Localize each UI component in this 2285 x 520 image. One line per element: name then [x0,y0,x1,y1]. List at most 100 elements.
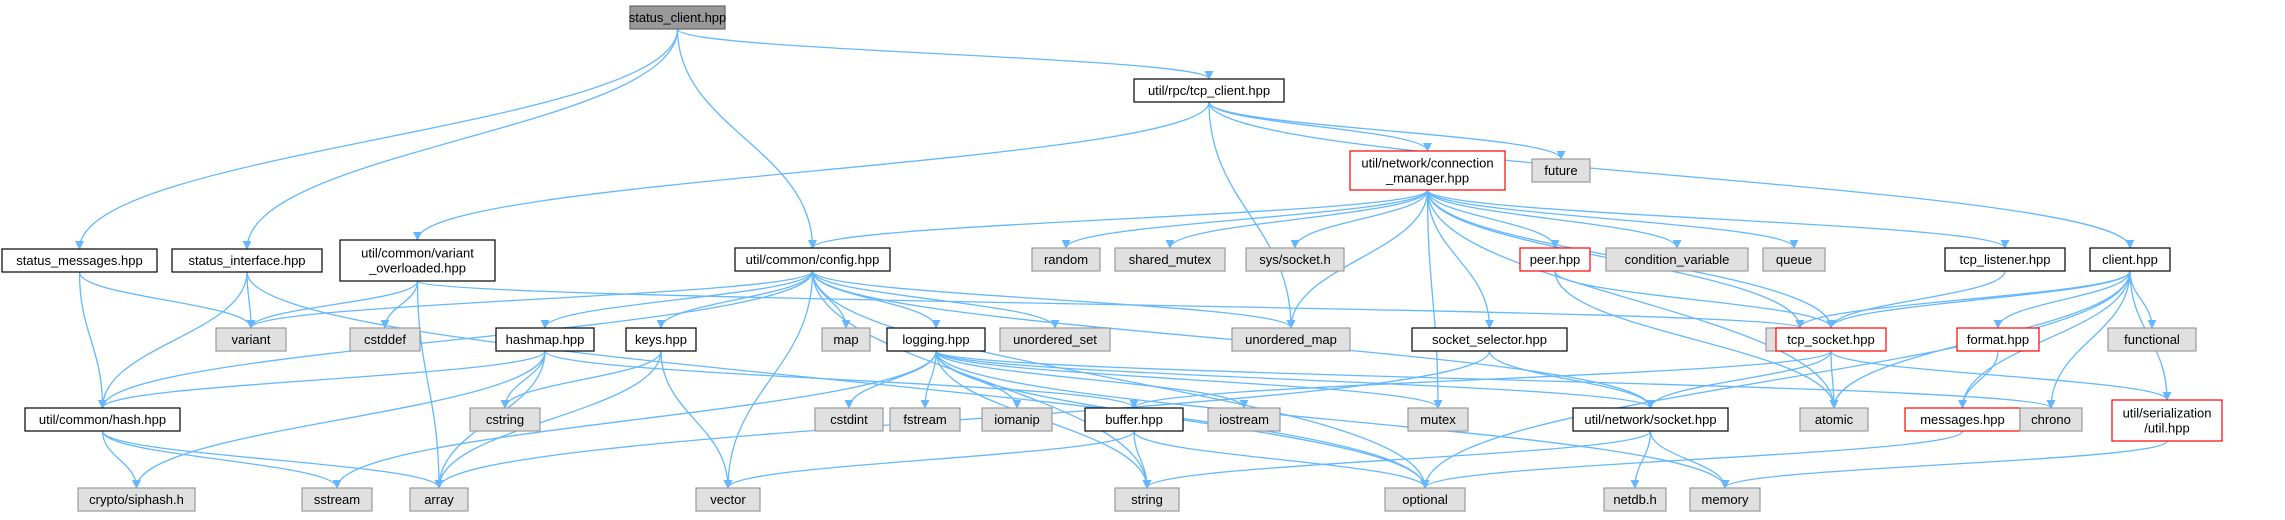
node-hash[interactable]: util/common/hash.hpp [24,407,181,432]
node-siphash: crypto/siphash.h [77,487,196,512]
edge-keys-to-array [434,350,662,489]
node-tcp-listener[interactable]: tcp_listener.hpp [1944,247,2066,272]
edge-logging-to-sstream [332,350,937,489]
node-box [1775,327,1887,352]
node-box [2019,407,2083,432]
node-client[interactable]: client.hpp [2089,247,2171,272]
node-label: sys/socket.h [1259,252,1331,267]
node-label: memory [1702,492,1749,507]
node-peer[interactable]: peer.hpp [1519,247,1591,272]
edge-config-to-keys [656,270,814,329]
node-box [629,5,726,30]
edge-logging-to-cstdint [844,350,937,409]
node-future: future [1531,158,1591,183]
edge-logging-to-network-socket [935,350,1655,409]
node-label: _overloaded.hpp [368,261,466,276]
node-label: future [1544,163,1577,178]
node-sys-socket: sys/socket.h [1245,247,1345,272]
node-label: messages.hpp [1920,412,2005,427]
node-keys[interactable]: keys.hpp [625,327,697,352]
node-box [814,407,884,432]
node-label: util/network/socket.hpp [1584,412,1716,427]
node-label: tcp_listener.hpp [1959,252,2050,267]
node-box [1944,247,2066,272]
node-box [1031,247,1101,272]
node-tcp-socket[interactable]: tcp_socket.hpp [1775,327,1887,352]
node-hashmap[interactable]: hashmap.hpp [495,327,595,352]
node-box [1407,407,1469,432]
node-box [889,407,961,432]
node-variant: variant [215,327,287,352]
node-tcp-client[interactable]: util/rpc/tcp_client.hpp [1133,78,1285,103]
node-label: util/rpc/tcp_client.hpp [1148,83,1270,98]
node-cstddef: cstddef [349,327,421,352]
node-format[interactable]: format.hpp [1956,327,2040,352]
node-box [1762,247,1826,272]
node-label: util/network/connection [1361,156,1493,171]
edge-tcp-client-to-future [1208,101,1566,160]
node-messages[interactable]: messages.hpp [1904,407,2021,432]
node-buffer[interactable]: buffer.hpp [1084,407,1184,432]
edge-connection-manager-to-socket-selector [1426,189,1495,329]
node-label: netdb.h [1613,492,1656,507]
edge-logging-to-mutex [935,350,1443,409]
node-network-socket[interactable]: util/network/socket.hpp [1572,407,1729,432]
node-status-client[interactable]: status_client.hpp [629,5,727,30]
node-label: condition_variable [1625,252,1730,267]
node-box [1531,158,1591,183]
edge-peer-to-tcp-socket [1554,270,1836,329]
edge-keys-to-cstring [500,350,662,409]
node-box [2089,247,2171,272]
node-connection-manager[interactable]: util/network/connection_manager.hpp [1349,150,1506,191]
node-label: string [1131,492,1163,507]
node-box [2107,327,2197,352]
node-status-messages[interactable]: status_messages.hpp [1,248,158,273]
edge-network-socket-to-string [1142,430,1652,489]
node-box [1245,247,1345,272]
node-box [1084,407,1184,432]
edge-tcp-socket-to-network-socket [1646,350,1832,409]
node-box [171,248,323,273]
node-box [495,327,595,352]
node-box [1603,487,1667,512]
edge-client-to-messages [1957,270,2131,409]
edge-config-to-unordered-set [811,270,1060,329]
node-label: map [833,332,858,347]
node-label: iostream [1219,412,1269,427]
node-label: peer.hpp [1530,252,1581,267]
node-optional: optional [1384,487,1466,512]
node-label: atomic [1815,412,1854,427]
node-box [734,247,891,272]
node-label: cstdint [830,412,868,427]
node-box [1384,487,1466,512]
edge-network-socket-to-netdb [1630,430,1652,489]
node-functional: functional [2107,327,2197,352]
node-box [1519,247,1591,272]
edge-connection-manager-to-tcp-listener [1426,189,2010,249]
node-label: queue [1776,252,1812,267]
edge-status-interface-to-hash [97,271,248,409]
node-logging[interactable]: logging.hpp [886,327,986,352]
node-label: mutex [1420,412,1456,427]
node-box [1689,487,1761,512]
node-box [821,327,871,352]
node-box [24,407,181,432]
node-box [339,239,496,282]
node-box [1133,78,1285,103]
edge-serialization-util-to-memory [1720,440,2168,489]
edge-connection-manager-to-queue [1426,189,1799,249]
node-status-interface[interactable]: status_interface.hpp [171,248,323,273]
node-config[interactable]: util/common/config.hpp [734,247,891,272]
edge-connection-manager-to-mutex [1426,189,1443,409]
node-socket-selector[interactable]: socket_selector.hpp [1411,327,1568,352]
edge-peer-to-atomic [1554,270,1839,409]
node-serialization-util[interactable]: util/serialization/util.hpp [2111,399,2223,442]
node-box [301,487,373,512]
edge-config-to-optional [811,270,1430,489]
node-box [2111,399,2223,442]
edge-variant-overloaded-to-cstddef [380,280,419,329]
node-label: cstddef [364,332,406,347]
node-variant-overloaded[interactable]: util/common/variant_overloaded.hpp [339,239,496,282]
edge-socket-selector-to-array [434,350,1491,489]
